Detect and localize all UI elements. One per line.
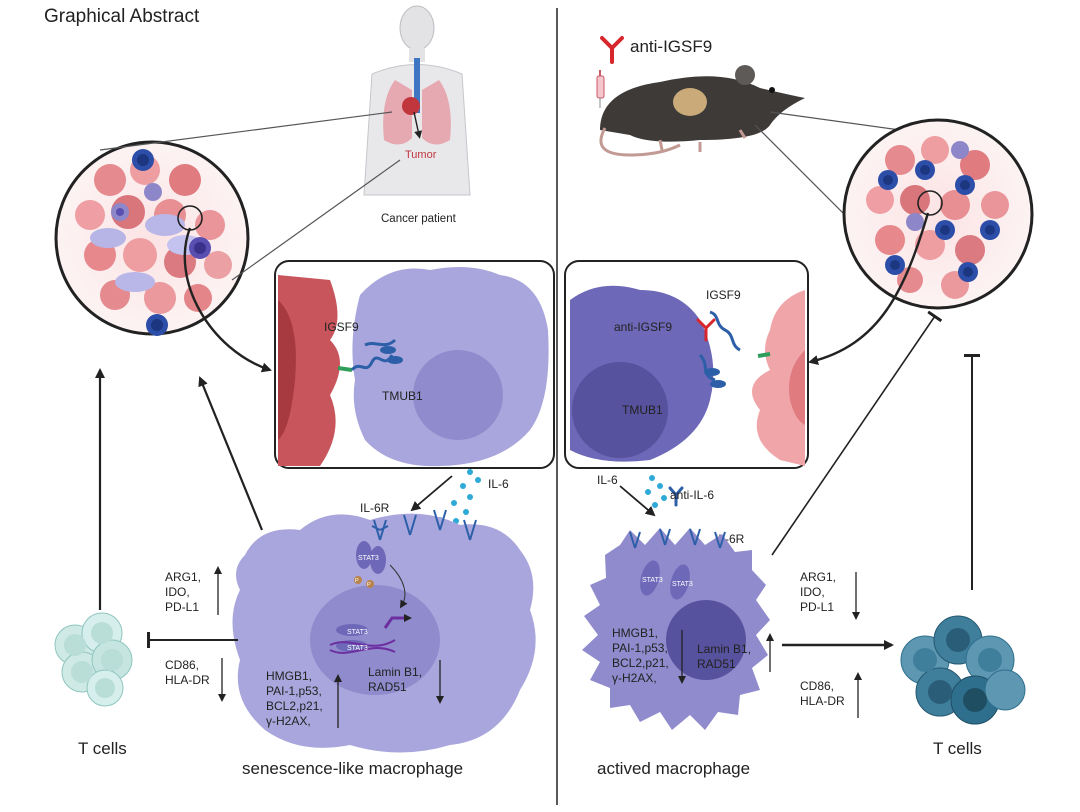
left-il6-label: IL-6 <box>488 477 509 491</box>
left-stat3-a: STAT3 <box>358 555 379 562</box>
right-rad51: RAD51 <box>697 657 736 671</box>
right-marker-ido: IDO, <box>800 585 825 599</box>
right-markers-bottom: CD86, HLA-DR <box>800 679 845 708</box>
left-senescence-markers: HMGB1, PAI-1,p53, BCL2,p21, γ-H2AX, <box>266 669 323 728</box>
zoom-line-right-top <box>769 111 901 131</box>
left-stat3-c: STAT3 <box>347 645 368 652</box>
right-senescence-markers: HMGB1, PAI-1,p53, BCL2,p21, γ-H2AX, <box>612 626 669 685</box>
left-igsf9-label: IGSF9 <box>324 320 359 334</box>
zoom-line-left-top <box>99 111 393 151</box>
patient-figure <box>363 5 471 196</box>
left-tmub1-label: TMUB1 <box>382 389 423 403</box>
right-macrophage-label: actived macrophage <box>597 759 750 778</box>
right-marker-cd86: CD86, <box>800 679 834 693</box>
anti-igsf9-drug-label: anti-IGSF9 <box>630 37 712 56</box>
mouse-figure <box>599 65 805 157</box>
right-macrophage-inhibits-tumor <box>771 310 943 556</box>
left-tcells <box>54 612 133 707</box>
left-lamin-b1: Lamin B1, <box>368 665 422 679</box>
anti-il6-label: anti-IL-6 <box>670 488 714 502</box>
arrow-circle-to-right-box <box>808 212 930 365</box>
right-tmub1-label: TMUB1 <box>622 403 663 417</box>
left-markers-bottom: CD86, HLA-DR <box>165 658 210 687</box>
left-tcells-label: T cells <box>78 739 127 758</box>
right-marker-arg1: ARG1, <box>800 570 836 584</box>
right-lamin-b1: Lamin B1, <box>697 642 751 656</box>
left-marker-pdl1: PD-L1 <box>165 600 199 614</box>
left-marker-cd86: CD86, <box>165 658 199 672</box>
tumor-label: Tumor <box>405 149 437 161</box>
right-sen-pai1: PAI-1,p53, <box>612 641 668 655</box>
left-marker-arg1: ARG1, <box>165 570 201 584</box>
right-interaction-box <box>564 260 809 469</box>
right-stat3-a: STAT3 <box>642 577 663 584</box>
right-marker-hladr: HLA-DR <box>800 694 845 708</box>
left-marker-ido: IDO, <box>165 585 190 599</box>
left-il6r-label: IL-6R <box>360 501 390 515</box>
page-title: Graphical Abstract <box>44 6 200 27</box>
left-il6-arrow <box>410 475 453 512</box>
left-tumor-circle <box>54 140 250 336</box>
left-macrophage-label: senescence-like macrophage <box>242 759 463 778</box>
left-stat3-b: STAT3 <box>347 629 368 636</box>
left-sen-pai1: PAI-1,p53, <box>266 684 322 698</box>
right-markers-top: ARG1, IDO, PD-L1 <box>800 570 836 614</box>
right-lamin-markers: Lamin B1, RAD51 <box>697 642 751 671</box>
senescence-macrophage <box>232 509 536 753</box>
right-igsf9-label: IGSF9 <box>706 288 741 302</box>
left-markers-top: ARG1, IDO, PD-L1 <box>165 570 201 614</box>
right-tcells <box>900 615 1026 725</box>
right-sen-h2ax: γ-H2AX, <box>612 671 657 685</box>
left-sen-hmgb1: HMGB1, <box>266 669 312 683</box>
right-anti-igsf9-label: anti-IGSF9 <box>614 320 672 334</box>
zoom-line-left-bottom <box>231 159 401 281</box>
activated-macrophage <box>582 528 770 730</box>
left-interaction-box <box>274 260 555 469</box>
left-lamin-markers: Lamin B1, RAD51 <box>368 665 422 694</box>
left-macrophage-to-tumor-arrow <box>198 376 264 531</box>
left-phospho-a: P <box>355 578 359 584</box>
cancer-patient-label: Cancer patient <box>381 213 457 225</box>
antibody-icon <box>600 36 624 64</box>
left-sen-h2ax: γ-H2AX, <box>266 714 311 728</box>
right-tumor-circle <box>842 118 1034 310</box>
syringe-icon <box>596 70 605 108</box>
right-stat3-b: STAT3 <box>672 581 693 588</box>
right-il6-label: IL-6 <box>597 473 618 487</box>
left-sen-bcl2: BCL2,p21, <box>266 699 323 713</box>
arrow-circle-to-left-box <box>183 227 272 373</box>
right-sen-hmgb1: HMGB1, <box>612 626 658 640</box>
right-il6-arrow <box>619 485 656 517</box>
anti-il6-antibody-icon <box>668 486 684 507</box>
left-rad51: RAD51 <box>368 680 407 694</box>
left-marker-hladr: HLA-DR <box>165 673 210 687</box>
right-tcells-label: T cells <box>933 739 982 758</box>
right-marker-pdl1: PD-L1 <box>800 600 834 614</box>
right-il6-dots <box>645 475 667 508</box>
left-phospho-b: P <box>367 582 371 588</box>
right-sen-bcl2: BCL2,p21, <box>612 656 669 670</box>
